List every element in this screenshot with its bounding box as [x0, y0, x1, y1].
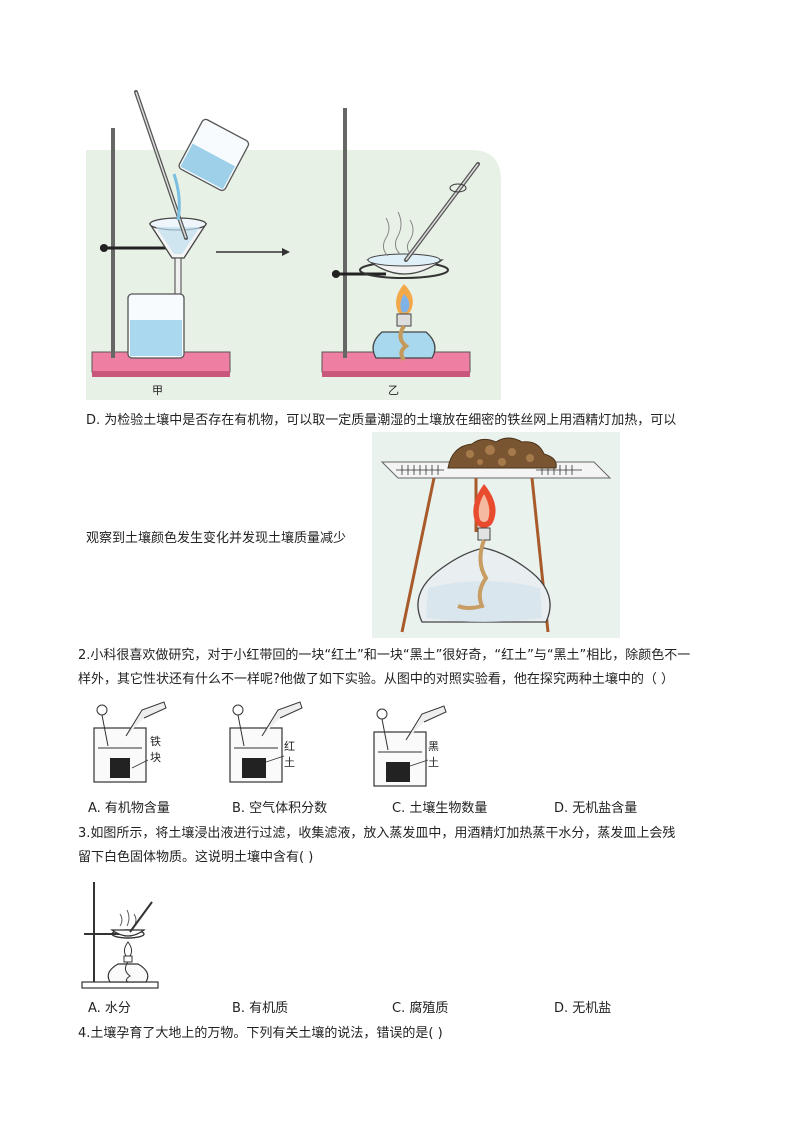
- q2-option-c[interactable]: C. 土壤生物数量: [392, 801, 488, 816]
- q3-option-b[interactable]: B. 有机质: [232, 1001, 289, 1016]
- beaker-iron-label-2: 块: [150, 751, 161, 764]
- beaker-black-label-1: 黑: [428, 740, 439, 753]
- evaporation-figure: [81, 882, 159, 989]
- stand-base-left-edge: [92, 371, 230, 377]
- stand-rod-right: [343, 108, 347, 358]
- tripod-leg-left: [400, 477, 436, 633]
- label-jia: 甲: [152, 384, 163, 397]
- red-soil-block: [242, 758, 266, 778]
- q2-option-b[interactable]: B. 空气体积分数: [232, 801, 328, 816]
- q3-stem-line1: 3.如图所示，将土壤浸出液进行过滤，收集滤液，放入蒸发皿中，用酒精灯加热蒸干水分…: [78, 826, 676, 841]
- beaker-black-soil: 黑 土: [373, 705, 447, 787]
- q2-stem-line2: 样外，其它性状还有什么不一样呢?他做了如下实验。从图中的对照实验看，他在探究两种…: [78, 672, 675, 687]
- filtration-evaporation-figure: 甲 乙: [86, 90, 501, 400]
- beaker-red-label-1: 红: [284, 740, 295, 753]
- label-yi: 乙: [388, 384, 399, 397]
- beaker-red-soil: 红 土: [229, 701, 303, 783]
- beaker-iron-label-1: 铁: [150, 735, 161, 748]
- q3-option-d[interactable]: D. 无机盐: [554, 1001, 612, 1016]
- q2-option-a[interactable]: A. 有机物含量: [88, 801, 170, 816]
- q3-option-c[interactable]: C. 腐殖质: [392, 1001, 449, 1016]
- item-d-line2: 观察到土壤颜色发生变化并发现土壤质量减少: [86, 531, 347, 546]
- black-soil-block: [386, 762, 410, 782]
- beaker-red-label-2: 土: [284, 756, 295, 769]
- evaporating-dish-small: [110, 929, 146, 937]
- pouring-beaker: [178, 118, 250, 192]
- stand-rod-left: [111, 128, 115, 358]
- iron-block: [110, 758, 130, 778]
- beaker-iron: 铁 块: [93, 701, 167, 783]
- q3-option-a[interactable]: A. 水分: [88, 1001, 131, 1016]
- q2-stem-line1: 2.小科很喜欢做研究，对于小红带回的一块“红土”和一块“黑土”很好奇，“红土”与…: [78, 648, 691, 663]
- alcohol-lamp-small: [107, 963, 149, 983]
- q4-stem-line1: 4.土壤孕育了大地上的万物。下列有关土壤的说法，错误的是( ): [78, 1026, 443, 1041]
- beaker-black-label-2: 土: [428, 756, 439, 769]
- q2-option-d[interactable]: D. 无机盐含量: [554, 801, 638, 816]
- stand-base: [81, 981, 159, 989]
- soil-heating-figure: [372, 432, 620, 638]
- q3-stem-line2: 留下白色固体物质。这说明土壤中含有( ): [78, 850, 314, 865]
- item-d-line1: D. 为检验土壤中是否存在有机物，可以取一定质量潮湿的土壤放在细密的铁丝网上用酒…: [86, 413, 677, 428]
- arrow-head: [282, 248, 290, 256]
